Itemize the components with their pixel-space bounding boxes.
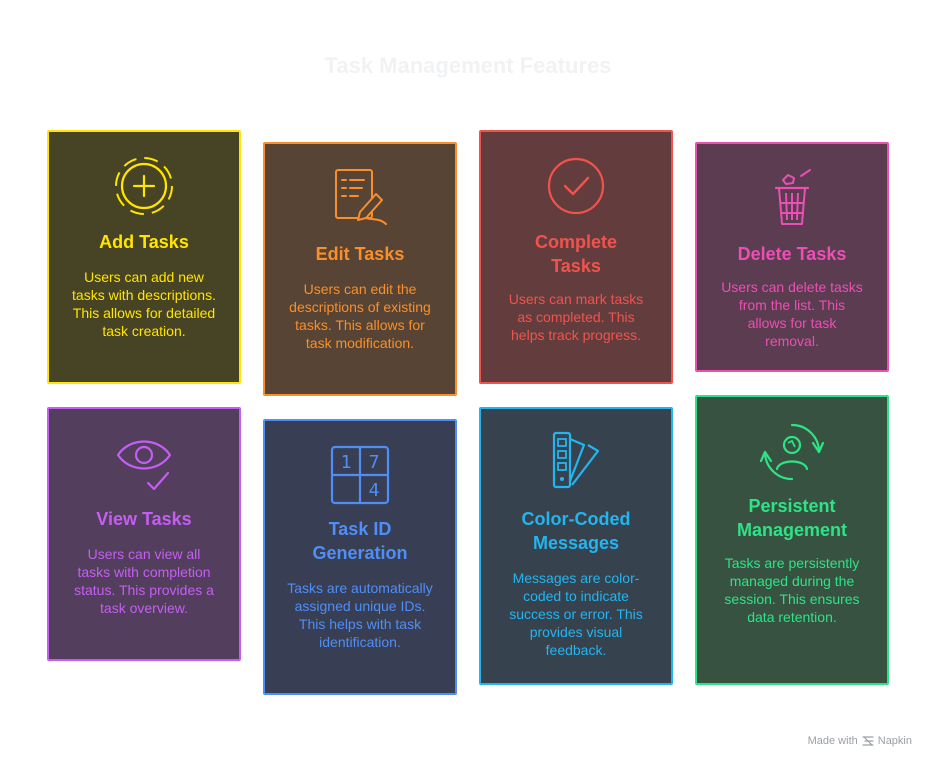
eye-check-icon bbox=[116, 440, 172, 491]
napkin-logo-icon bbox=[862, 736, 874, 746]
card-heading: Edit Tasks bbox=[315, 244, 405, 264]
card-description: Users can delete tasks from the list. Th… bbox=[721, 279, 863, 349]
card-heading: Complete Tasks bbox=[534, 232, 617, 276]
color-swatch-icon bbox=[552, 431, 600, 489]
card-task-id-generation: 1 7 4 Task ID Generation Tasks are autom… bbox=[263, 419, 457, 695]
card-description: Messages are color-coded to indicate suc… bbox=[509, 570, 643, 658]
card-complete-tasks: Complete Tasks Users can mark tasks as c… bbox=[479, 130, 673, 384]
card-heading: Task ID Generation bbox=[312, 519, 408, 563]
card-heading: Delete Tasks bbox=[737, 244, 847, 264]
card-heading: View Tasks bbox=[96, 509, 192, 529]
card-delete-tasks: Delete Tasks Users can delete tasks from… bbox=[695, 142, 889, 372]
card-heading: Persistent Management bbox=[736, 496, 848, 540]
card-persistent-management: Persistent Management Tasks are persiste… bbox=[695, 395, 889, 685]
card-description: Tasks are automatically assigned unique … bbox=[287, 580, 433, 650]
card-view-tasks: View Tasks Users can view all tasks with… bbox=[47, 407, 241, 661]
card-description: Users can add new tasks with description… bbox=[72, 269, 216, 339]
made-with-label: Made with bbox=[807, 735, 858, 747]
card-edit-tasks: Edit Tasks Users can edit the descriptio… bbox=[263, 142, 457, 396]
napkin-attribution: Made with Napkin bbox=[808, 735, 912, 747]
grid-digit: 7 bbox=[369, 452, 380, 473]
number-grid-icon: 1 7 4 bbox=[330, 445, 390, 505]
card-heading: Color-Coded Messages bbox=[521, 509, 631, 553]
card-description: Users can view all tasks with completion… bbox=[74, 546, 214, 616]
edit-document-icon bbox=[335, 169, 387, 225]
card-description: Tasks are persistently managed during th… bbox=[724, 555, 860, 625]
napkin-brand-label: Napkin bbox=[877, 735, 912, 747]
card-heading: Add Tasks bbox=[99, 232, 189, 252]
page-title: Task Management Features bbox=[324, 53, 612, 78]
trash-basket-icon bbox=[774, 169, 811, 225]
add-circle-icon bbox=[115, 157, 173, 215]
checkmark-circle-icon bbox=[547, 157, 605, 215]
card-add-tasks: Add Tasks Users can add new tasks with d… bbox=[47, 130, 241, 384]
card-description: Users can edit the descriptions of exist… bbox=[289, 281, 431, 351]
card-color-coded-messages: Color-Coded Messages Messages are color-… bbox=[479, 407, 673, 685]
grid-digit: 4 bbox=[369, 480, 380, 501]
user-cycle-icon bbox=[759, 423, 825, 481]
card-description: Users can mark tasks as completed. This … bbox=[508, 291, 644, 343]
grid-digit: 1 bbox=[341, 452, 352, 473]
